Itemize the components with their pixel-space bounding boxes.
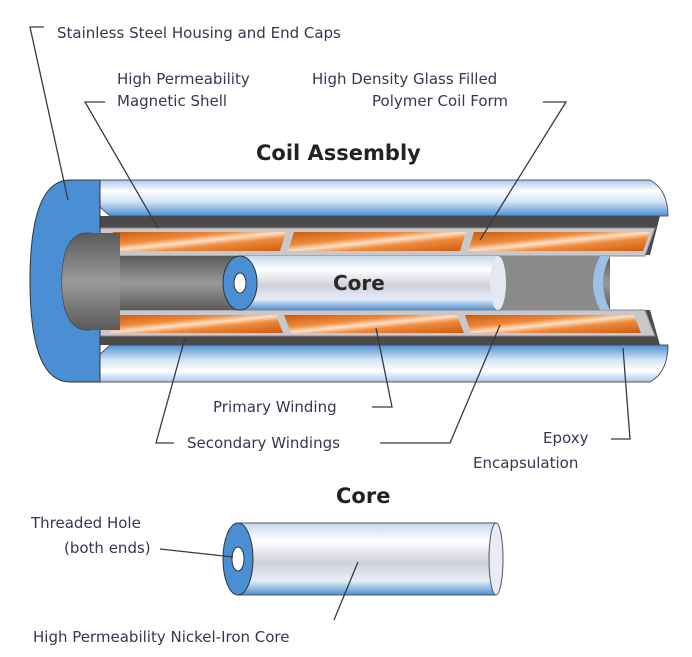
end-cap-bore: [62, 233, 120, 330]
epoxy-leader: [611, 347, 631, 440]
core-section-title: Core: [336, 484, 390, 508]
secondary-winding-top-left: [107, 232, 286, 251]
threaded-label-line2: (both ends): [64, 539, 151, 557]
core-detail-end: [488, 522, 504, 596]
threaded-leader: [159, 548, 234, 558]
threaded-hole: [231, 546, 245, 572]
shell-label-line2: Magnetic Shell: [117, 92, 227, 110]
secondary-winding-bottom-right: [465, 315, 641, 333]
housing-label: Stainless Steel Housing and End Caps: [57, 24, 341, 42]
coil-assembly-title: Coil Assembly: [256, 141, 421, 165]
core-label-assembly: Core: [333, 271, 385, 295]
shell-leader: [83, 101, 159, 229]
epoxy-label-line1: Epoxy: [543, 429, 589, 447]
housing-top-wall: [68, 179, 669, 217]
housing-leader: [29, 26, 69, 201]
nickel-core-label: High Permeability Nickel-Iron Core: [33, 628, 290, 646]
bore-right-rim: [593, 256, 610, 310]
coil-form-label-line2: Polymer Coil Form: [372, 92, 508, 110]
secondary-label: Secondary Windings: [187, 434, 340, 452]
threaded-label-line1: Threaded Hole: [30, 514, 141, 532]
secondary-leader-right: [380, 324, 501, 444]
core-detail-body: [237, 522, 497, 596]
primary-winding-top: [288, 232, 466, 251]
shell-label-line1: High Permeability: [117, 70, 250, 88]
core-body-end: [490, 256, 506, 310]
bore-right-end: [500, 256, 605, 310]
secondary-leader-left: [155, 337, 186, 444]
coil-form-label-line1: High Density Glass Filled: [312, 70, 497, 88]
primary-label: Primary Winding: [213, 398, 337, 416]
secondary-winding-top-right: [468, 232, 650, 251]
secondary-winding-bottom-left: [105, 315, 283, 333]
coil-assembly: Core: [29, 179, 669, 383]
nickel-core-leader: [333, 561, 359, 621]
primary-leader: [372, 327, 393, 408]
epoxy-label-line2: Encapsulation: [473, 454, 578, 472]
core-threaded-hole: [233, 272, 247, 294]
coil-form-leader: [479, 101, 568, 241]
core-detail: [222, 522, 504, 596]
primary-winding-bottom: [284, 315, 464, 333]
housing-bottom-wall: [68, 344, 669, 383]
core-body: [238, 256, 498, 310]
